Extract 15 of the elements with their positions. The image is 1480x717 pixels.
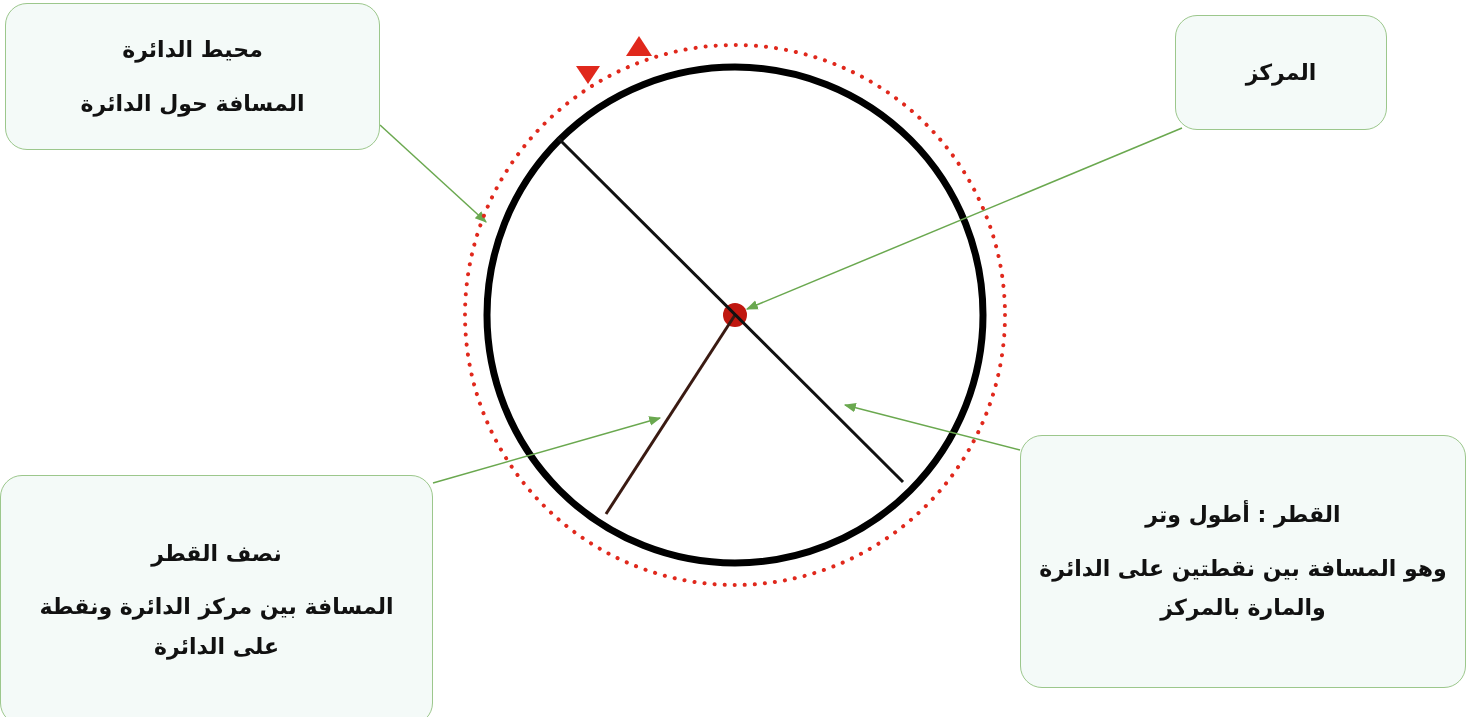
callout-title: المركز (1245, 58, 1317, 88)
leader-line (379, 124, 487, 223)
callout-text: المسافة حول الدائرة (80, 89, 305, 119)
callout-box (1175, 15, 1387, 130)
callout-box (0, 475, 433, 717)
callout-title: القطر : أطول وتر (1145, 499, 1341, 530)
leader-line (745, 127, 1183, 310)
callout-box (5, 3, 380, 150)
callout-text: المسافة بين مركز الدائرة ونقطة على الدائرة (38, 593, 395, 662)
callout-title: محيط الدائرة (122, 35, 263, 65)
callout-box (1020, 435, 1466, 688)
callout-text: وهو المسافة بين نقطتين على الدائرة والمارة بالمركز (1039, 554, 1447, 623)
leader-line (432, 416, 662, 484)
leader-line (843, 403, 1021, 451)
callout-title: نصف القطر (151, 539, 282, 569)
